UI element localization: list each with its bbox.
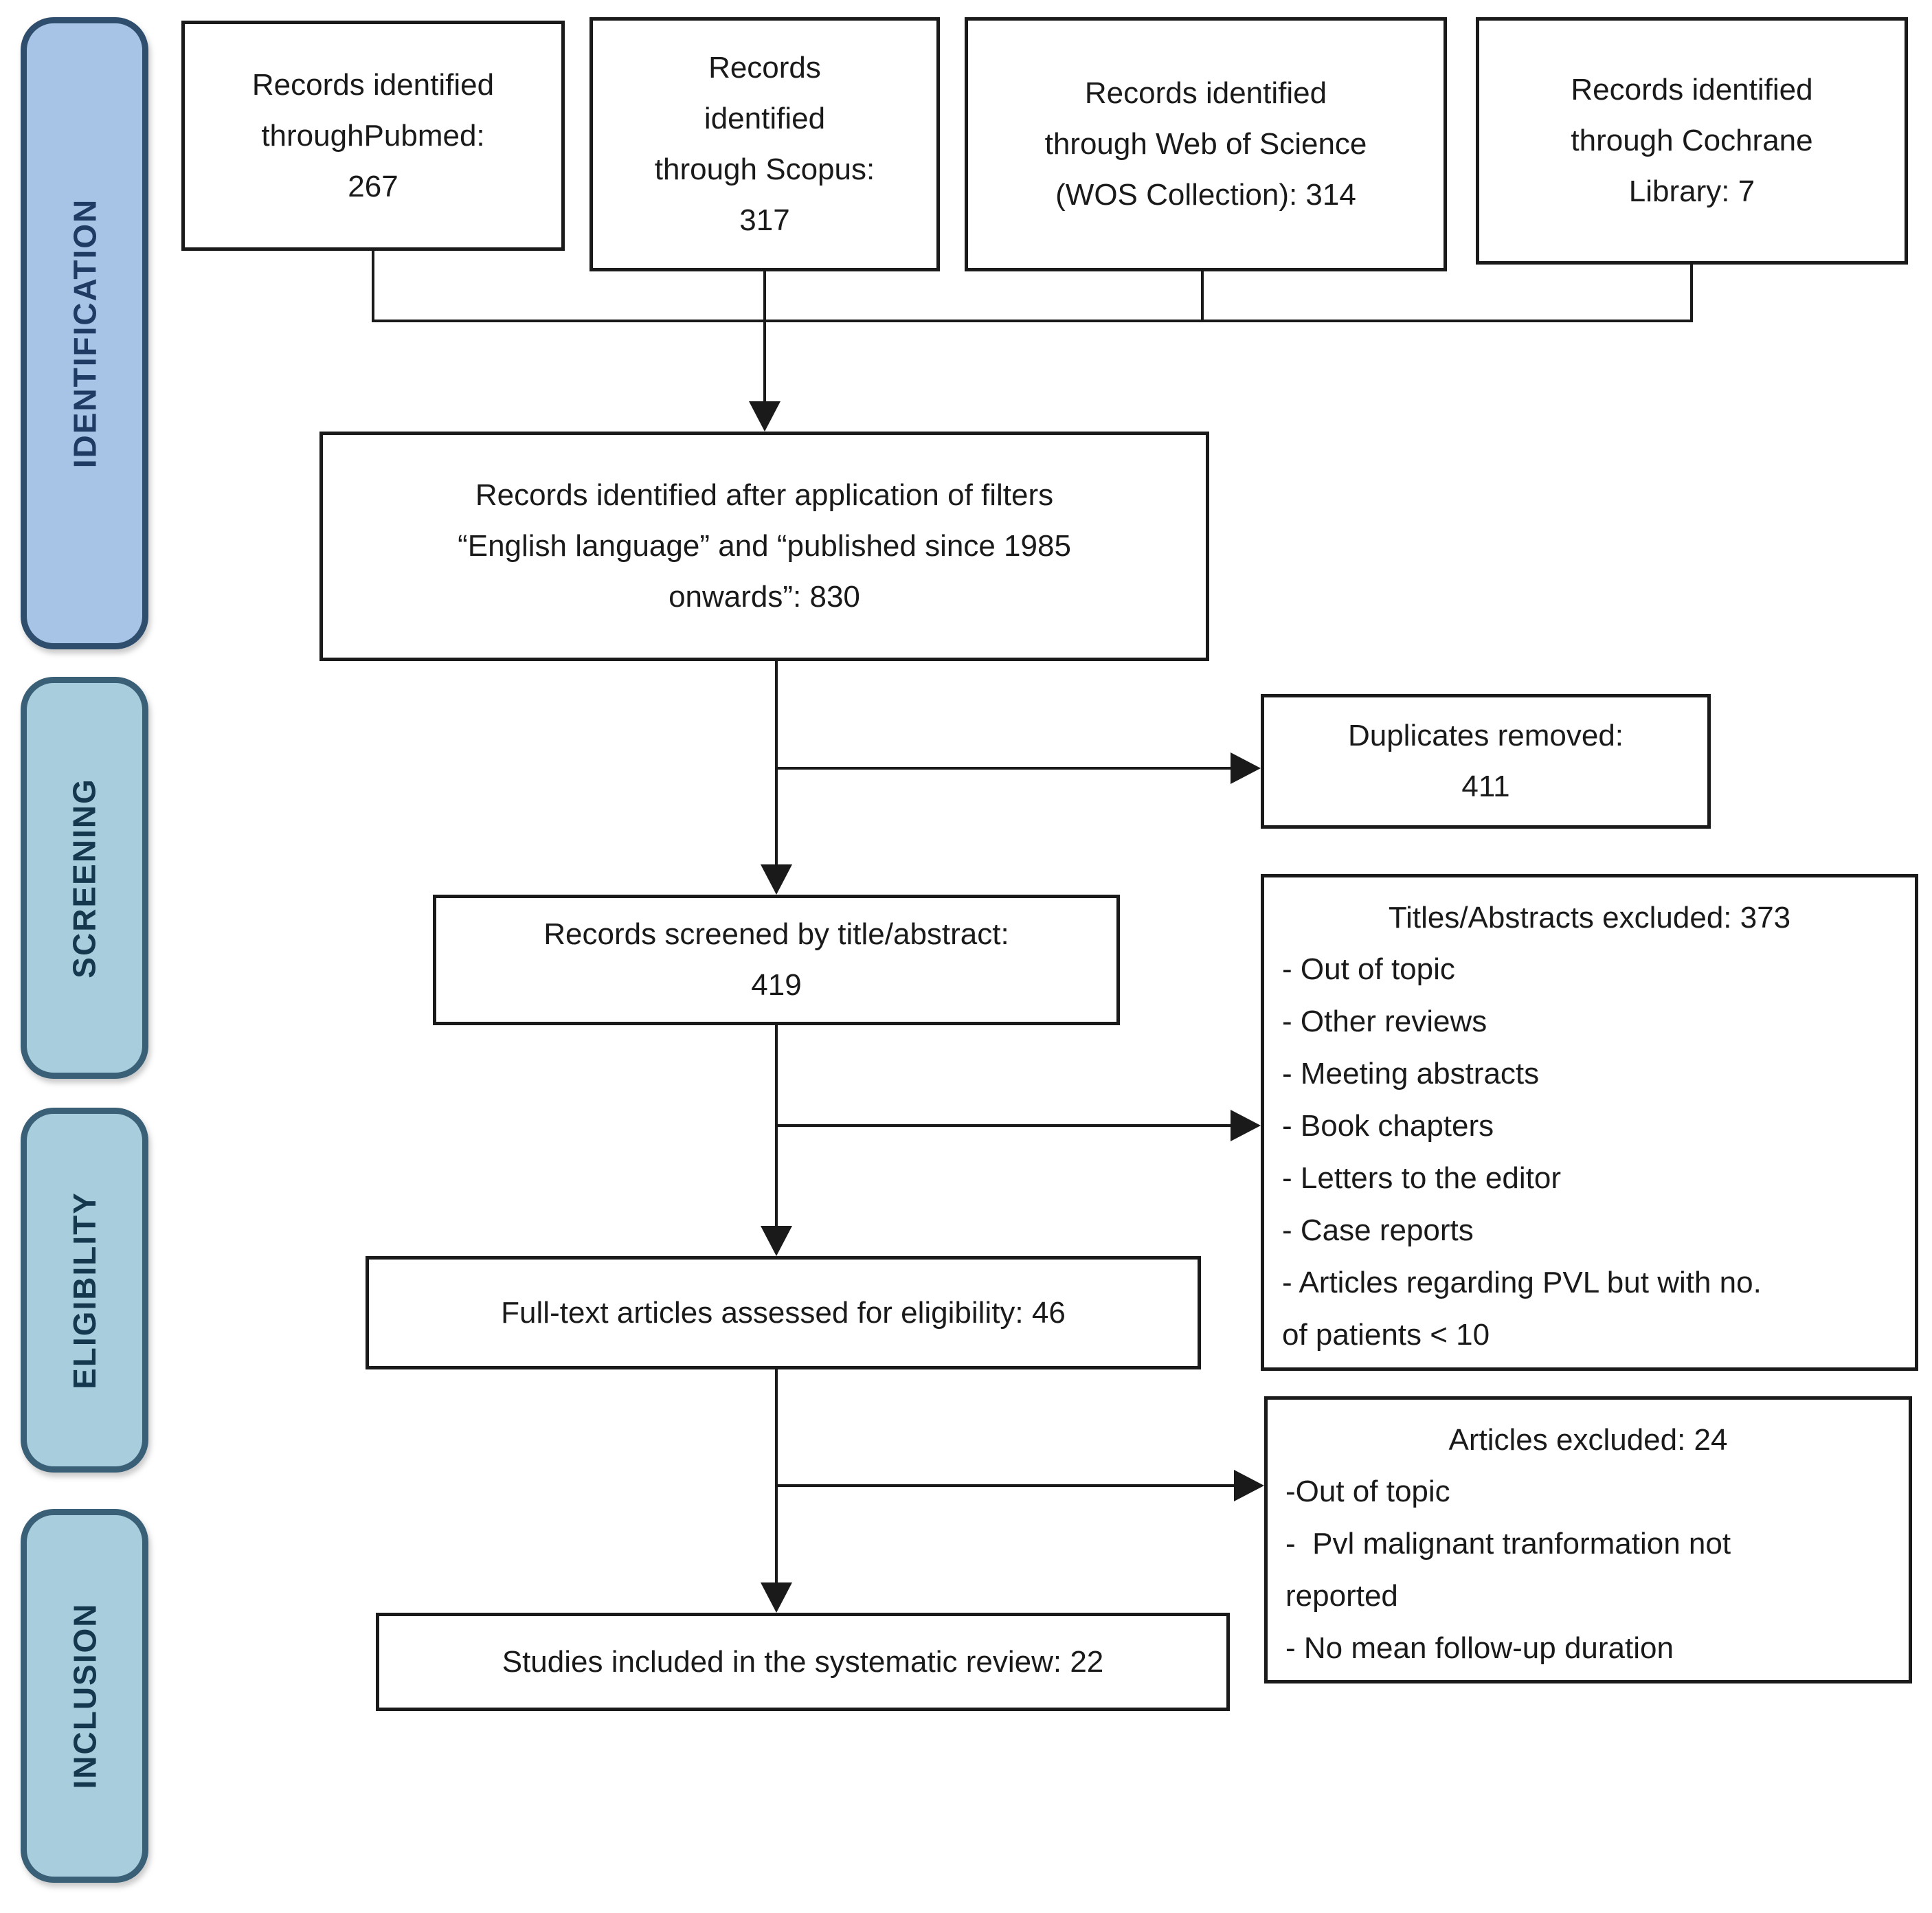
box-records-pubmed-text: Records identified throughPubmed: 267	[251, 67, 495, 203]
stage-screening-label: SCREENING	[67, 777, 103, 978]
connector-pubmed-down	[372, 249, 374, 322]
box-records-wos: Records identified through Web of Scienc…	[965, 17, 1447, 271]
box-titles-abstracts-excluded: Titles/Abstracts excluded: 373 - Out of …	[1261, 874, 1918, 1371]
box-studies-included-text: Studies included in the systematic revie…	[502, 1644, 1104, 1679]
stage-inclusion: INCLUSION	[21, 1509, 148, 1883]
connector-branch-articles-excluded	[775, 1484, 1234, 1487]
titles-excluded-reason: - Meeting abstracts	[1282, 1057, 1540, 1090]
box-records-scopus-text: Records identified through Scopus: 317	[654, 51, 875, 237]
arrow-right-icon	[1231, 752, 1261, 784]
box-records-cochrane-text: Records identified through Cochrane Libr…	[1571, 73, 1813, 208]
stage-identification-label: IDENTIFICATION	[67, 198, 103, 469]
connector-cochrane-down	[1690, 263, 1693, 322]
box-records-wos-text: Records identified through Web of Scienc…	[1044, 76, 1367, 212]
connector-branch-titles-excluded	[775, 1124, 1231, 1127]
titles-excluded-reason: - Out of topic	[1282, 952, 1455, 986]
stage-identification: IDENTIFICATION	[21, 17, 148, 649]
articles-excluded-reason: - Pvl malignant tranformation not report…	[1285, 1527, 1731, 1613]
arrow-right-icon	[1234, 1470, 1264, 1501]
stage-eligibility: ELIGIBILITY	[21, 1108, 148, 1473]
titles-excluded-reason: - Book chapters	[1282, 1109, 1494, 1143]
arrow-down-icon	[761, 864, 792, 895]
arrow-down-icon	[761, 1226, 792, 1256]
box-records-screened-text: Records screened by title/abstract: 419	[543, 917, 1009, 1002]
box-filtered-records: Records identified after application of …	[319, 432, 1209, 661]
box-filtered-records-text: Records identified after application of …	[458, 478, 1071, 614]
box-records-cochrane: Records identified through Cochrane Libr…	[1476, 17, 1908, 265]
arrow-right-icon	[1231, 1110, 1261, 1141]
connector-merge-horizontal	[372, 320, 1693, 322]
titles-excluded-title: Titles/Abstracts excluded: 373	[1388, 901, 1791, 935]
stage-inclusion-label: INCLUSION	[67, 1602, 102, 1789]
titles-excluded-reason: - Letters to the editor	[1282, 1161, 1561, 1195]
box-fulltext-assessed-text: Full-text articles assessed for eligibil…	[501, 1295, 1066, 1330]
box-duplicates-removed-text: Duplicates removed: 411	[1347, 719, 1624, 803]
arrow-down-icon	[749, 401, 780, 432]
box-records-pubmed: Records identified throughPubmed: 267	[181, 21, 565, 251]
titles-excluded-reason: - Articles regarding PVL but with no. of…	[1282, 1266, 1762, 1352]
box-studies-included: Studies included in the systematic revie…	[376, 1613, 1230, 1711]
articles-excluded-title: Articles excluded: 24	[1448, 1423, 1728, 1457]
box-fulltext-assessed: Full-text articles assessed for eligibil…	[366, 1256, 1201, 1369]
box-records-screened: Records screened by title/abstract: 419	[433, 895, 1120, 1025]
articles-excluded-reason: - No mean follow-up duration	[1285, 1631, 1674, 1665]
stage-eligibility-label: ELIGIBILITY	[67, 1191, 102, 1389]
box-duplicates-removed: Duplicates removed: 411	[1261, 694, 1711, 829]
connector-branch-duplicates	[775, 767, 1231, 770]
connector-merge-to-filters	[763, 320, 766, 404]
titles-excluded-reason: - Case reports	[1282, 1213, 1474, 1247]
box-articles-excluded: Articles excluded: 24 -Out of topic - Pv…	[1264, 1396, 1912, 1683]
connector-filters-to-screened	[775, 660, 778, 867]
articles-excluded-reason: -Out of topic	[1285, 1475, 1450, 1508]
connector-wos-down	[1201, 270, 1204, 322]
titles-excluded-reason: - Other reviews	[1282, 1005, 1487, 1038]
connector-fulltext-to-included	[775, 1368, 778, 1585]
box-records-scopus: Records identified through Scopus: 317	[589, 17, 940, 271]
connector-scopus-down	[763, 270, 766, 322]
stage-screening: SCREENING	[21, 677, 148, 1079]
arrow-down-icon	[761, 1582, 792, 1613]
